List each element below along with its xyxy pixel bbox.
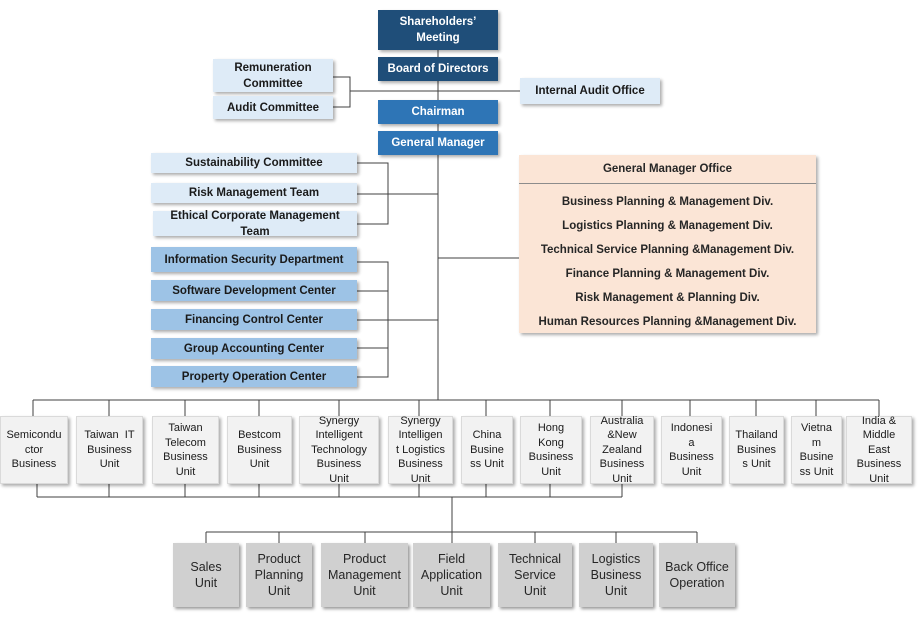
- shared-unit-label: Field Application Unit: [420, 552, 483, 598]
- business-unit-box: Indonesi a Business Unit: [661, 416, 722, 484]
- centers-stubs: [357, 290, 388, 349]
- general-manager-label: General Manager: [391, 137, 485, 149]
- business-unit-label: Semicondu ctor Business: [6, 429, 62, 471]
- shared-unit-box: Product Planning Unit: [246, 543, 312, 607]
- business-unit-label: Thailand Busines s Unit: [735, 429, 778, 471]
- committee-label: Risk Management Team: [188, 187, 320, 199]
- chairman-box: Chairman: [378, 100, 498, 124]
- business-unit-label: Vietna m Busine ss Unit: [799, 422, 834, 478]
- business-unit-label: Taiwan IT Business Unit: [84, 429, 135, 471]
- business-unit-box: Bestcom Business Unit: [227, 416, 292, 484]
- shared-unit-label: Product Planning Unit: [254, 552, 304, 598]
- business-unit-box: Taiwan IT Business Unit: [76, 416, 143, 484]
- general-manager-office-title: General Manager Office: [519, 155, 816, 184]
- center-label: Financing Control Center: [185, 313, 323, 326]
- business-unit-label: Synergy Intelligent Technology Business …: [311, 414, 367, 485]
- shared-unit-label: Sales Unit: [190, 560, 222, 590]
- division-item: Finance Planning & Management Div.: [565, 268, 770, 280]
- shareholders-meeting-box: Shareholders’ Meeting: [378, 10, 498, 50]
- internal-audit-office-box: Internal Audit Office: [520, 78, 660, 104]
- business-units-lower-stubs: [36, 484, 623, 497]
- division-item: Logistics Planning & Management Div.: [562, 220, 773, 232]
- shared-unit-box: Technical Service Unit: [498, 543, 572, 607]
- division-item: Business Planning & Management Div.: [561, 196, 774, 208]
- board-committees-bracket: [333, 76, 351, 108]
- sustainability-committee-box: Sustainability Committee: [151, 153, 357, 173]
- financing-control-center-box: Financing Control Center: [151, 309, 357, 330]
- information-security-department-box: Information Security Department: [151, 247, 357, 272]
- center-label: Software Development Center: [172, 284, 336, 297]
- property-operation-center-box: Property Operation Center: [151, 366, 357, 387]
- business-unit-label: Hong Kong Business Unit: [528, 422, 574, 478]
- business-unit-box: Australia &New Zealand Business Unit: [590, 414, 654, 485]
- chairman-label: Chairman: [411, 106, 465, 118]
- shared-unit-label: Product Management Unit: [328, 552, 401, 598]
- general-manager-box: General Manager: [378, 131, 498, 155]
- business-unit-box: Taiwan Telecom Business Unit: [152, 416, 219, 484]
- shared-units-stubs: [205, 532, 698, 543]
- business-unit-label: China Busine ss Unit: [470, 429, 504, 471]
- center-label: Property Operation Center: [181, 370, 327, 383]
- business-unit-box: Synergy Intelligen t Logistics Business …: [388, 414, 453, 485]
- business-unit-box: China Busine ss Unit: [461, 416, 513, 484]
- business-unit-label: Australia &New Zealand Business Unit: [599, 414, 645, 485]
- board-of-directors-label: Board of Directors: [387, 63, 489, 75]
- risk-management-team-box: Risk Management Team: [151, 183, 357, 203]
- shared-unit-box: Back Office Operation: [659, 543, 735, 607]
- committee-label: Ethical Corporate Management Team: [170, 209, 340, 238]
- division-item: Human Resources Planning &Management Div…: [538, 316, 797, 328]
- business-unit-box: Semicondu ctor Business: [0, 416, 68, 484]
- software-development-center-box: Software Development Center: [151, 280, 357, 301]
- remuneration-committee-box: Remuneration Committee: [213, 59, 333, 92]
- business-unit-label: Synergy Intelligen t Logistics Business …: [396, 414, 445, 485]
- business-unit-label: Indonesi a Business Unit: [669, 422, 714, 478]
- committee-label: Sustainability Committee: [185, 157, 323, 169]
- audit-committee-label: Audit Committee: [227, 101, 319, 114]
- division-item: Risk Management & Planning Div.: [575, 292, 760, 304]
- business-unit-box: Vietna m Busine ss Unit: [791, 416, 842, 484]
- business-unit-box: India & Middle East Business Unit: [846, 414, 912, 485]
- group-accounting-center-box: Group Accounting Center: [151, 338, 357, 359]
- general-manager-office-box: General Manager Office Business Planning…: [519, 155, 816, 333]
- shareholders-meeting-label: Shareholders’ Meeting: [399, 16, 477, 44]
- ethical-corporate-management-team-box: Ethical Corporate Management Team: [153, 210, 357, 238]
- shared-unit-label: Logistics Business Unit: [590, 552, 642, 598]
- business-unit-box: Thailand Busines s Unit: [729, 416, 784, 484]
- board-of-directors-box: Board of Directors: [378, 57, 498, 81]
- business-unit-label: India & Middle East Business Unit: [856, 414, 902, 485]
- shared-unit-box: Product Management Unit: [321, 543, 408, 607]
- business-unit-label: Bestcom Business Unit: [237, 429, 282, 471]
- business-unit-box: Synergy Intelligent Technology Business …: [299, 414, 379, 485]
- business-unit-box: Hong Kong Business Unit: [520, 416, 582, 484]
- audit-committee-box: Audit Committee: [213, 96, 333, 119]
- business-unit-label: Taiwan Telecom Business Unit: [163, 422, 208, 478]
- shared-unit-label: Back Office Operation: [665, 560, 729, 590]
- division-list: Business Planning & Management Div. Logi…: [519, 184, 816, 334]
- division-item: Technical Service Planning &Management D…: [540, 244, 795, 256]
- center-label: Group Accounting Center: [183, 342, 325, 355]
- shared-unit-box: Sales Unit: [173, 543, 239, 607]
- remuneration-committee-label: Remuneration Committee: [234, 61, 312, 90]
- internal-audit-office-label: Internal Audit Office: [535, 85, 645, 97]
- shared-unit-label: Technical Service Unit: [508, 552, 562, 598]
- shared-unit-box: Logistics Business Unit: [579, 543, 653, 607]
- business-units-stubs: [32, 400, 880, 416]
- shared-unit-box: Field Application Unit: [413, 543, 490, 607]
- center-label: Information Security Department: [164, 253, 344, 266]
